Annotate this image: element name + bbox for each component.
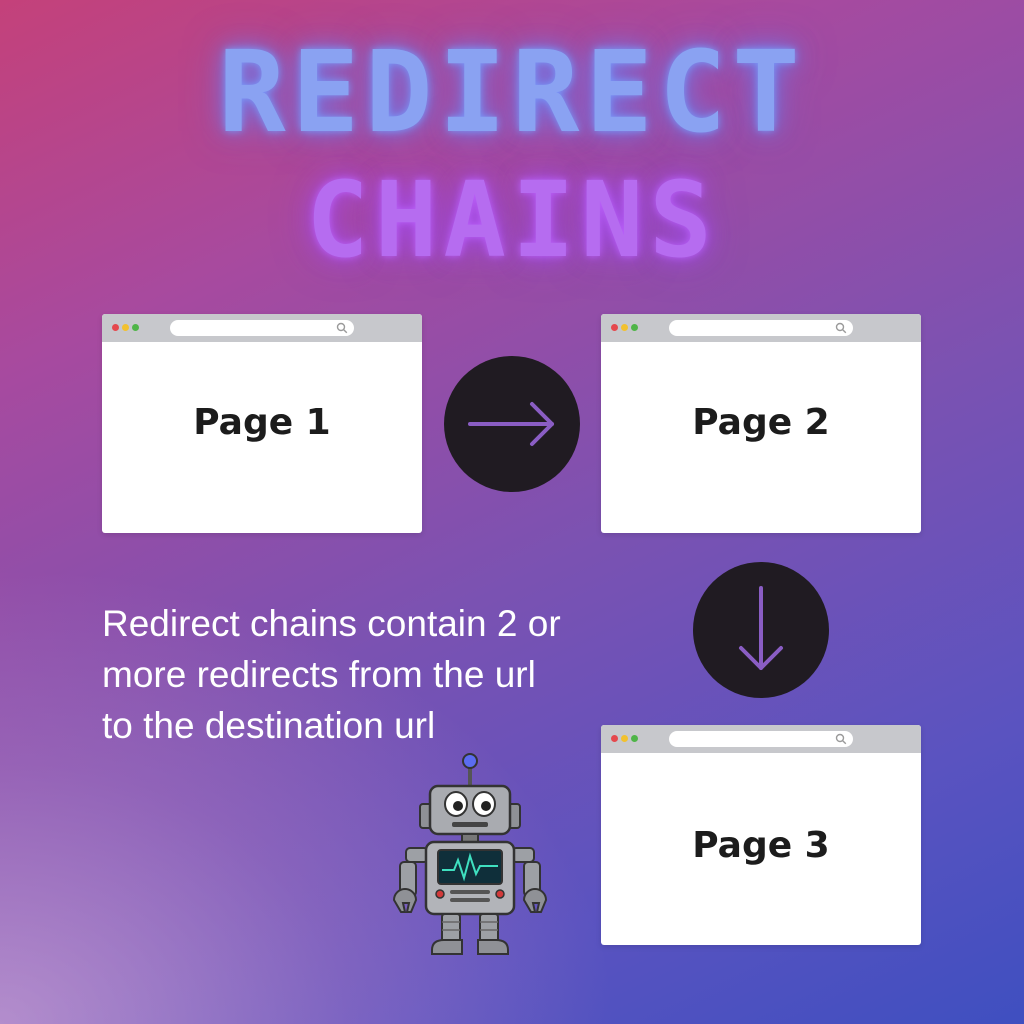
search-icon xyxy=(336,322,348,334)
address-bar xyxy=(669,731,853,747)
maximize-dot-icon xyxy=(631,324,638,331)
search-icon xyxy=(835,322,847,334)
browser-window-page-2: Page 2 xyxy=(601,314,921,533)
page-label: Page 1 xyxy=(193,402,331,443)
maximize-dot-icon xyxy=(631,735,638,742)
arrow-down-icon xyxy=(739,586,783,670)
browser-window-page-3: Page 3 xyxy=(601,725,921,945)
arrow-right-circle xyxy=(444,356,580,492)
arrow-down-circle xyxy=(693,562,829,698)
robot-icon xyxy=(392,753,548,955)
browser-window-page-1: Page 1 xyxy=(102,314,422,533)
maximize-dot-icon xyxy=(132,324,139,331)
window-controls xyxy=(611,735,638,742)
address-bar xyxy=(669,320,853,336)
title-chains: CHAINS xyxy=(306,159,718,281)
minimize-dot-icon xyxy=(621,735,628,742)
search-icon xyxy=(835,733,847,745)
description-text: Redirect chains contain 2 or more redire… xyxy=(102,603,561,746)
address-bar xyxy=(170,320,354,336)
arrow-right-icon xyxy=(468,402,554,446)
window-controls xyxy=(112,324,139,331)
minimize-dot-icon xyxy=(122,324,129,331)
page-label: Page 3 xyxy=(692,825,830,866)
close-dot-icon xyxy=(112,324,119,331)
window-controls xyxy=(611,324,638,331)
browser-toolbar xyxy=(601,725,921,753)
page-label: Page 2 xyxy=(692,402,830,443)
title-redirect: REDIRECT xyxy=(218,28,806,158)
browser-toolbar xyxy=(102,314,422,342)
browser-toolbar xyxy=(601,314,921,342)
minimize-dot-icon xyxy=(621,324,628,331)
close-dot-icon xyxy=(611,324,618,331)
close-dot-icon xyxy=(611,735,618,742)
